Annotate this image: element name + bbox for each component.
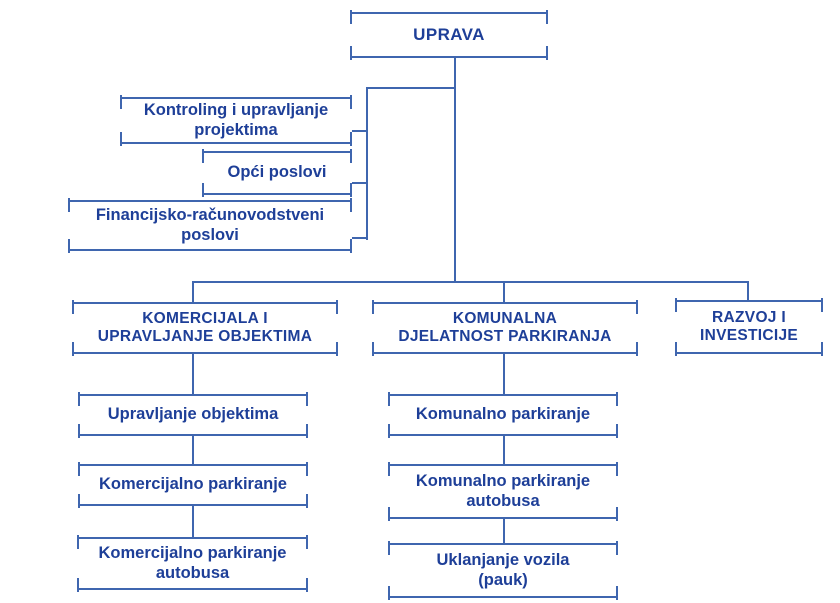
org-node-komunalna-header: KOMUNALNA DJELATNOST PARKIRANJA <box>372 300 638 356</box>
org-node-komunalno-parkiranje-label: Komunalno parkiranje <box>415 405 591 424</box>
connector-stub-opci-poslovi <box>352 182 368 184</box>
org-node-uprava-label: UPRAVA <box>413 24 485 44</box>
org-node-uklanjanje-vozila-label: Uklanjanje vozila (pauk) <box>436 551 570 589</box>
connector-drop-razvoj <box>747 281 749 300</box>
org-node-upravljanje-objektima-label: Upravljanje objektima <box>107 405 279 424</box>
org-node-komercijalno-parkiranje: Komercijalno parkiranje <box>78 462 308 508</box>
connector-col1-a <box>192 354 194 394</box>
org-node-komercijala-header-label: KOMERCIJALA I UPRAVLJANJE OBJEKTIMA <box>97 309 313 345</box>
connector-col2-c <box>503 519 505 543</box>
connector-staff-vertical <box>366 87 368 240</box>
connector-staff-horizontal <box>366 87 456 89</box>
org-node-opci-poslovi-label: Opći poslovi <box>227 163 327 182</box>
org-node-financijsko: Financijsko-računovodstveni poslovi <box>68 198 352 253</box>
org-node-razvoj-header: RAZVOJ I INVESTICIJE <box>675 298 823 356</box>
org-node-razvoj-header-label: RAZVOJ I INVESTICIJE <box>699 308 799 344</box>
connector-trunk-vertical <box>454 58 456 282</box>
connector-col1-b <box>192 436 194 464</box>
connector-stub-kontroling <box>352 130 368 132</box>
org-node-opci-poslovi: Opći poslovi <box>202 149 352 197</box>
connector-drop-komunalna <box>503 281 505 302</box>
org-node-kontroling-label: Kontroling i upravljanje projektima <box>143 101 329 139</box>
org-node-komunalna-header-label: KOMUNALNA DJELATNOST PARKIRANJA <box>398 309 612 345</box>
org-node-upravljanje-objektima: Upravljanje objektima <box>78 392 308 438</box>
org-node-komercijala-header: KOMERCIJALA I UPRAVLJANJE OBJEKTIMA <box>72 300 338 356</box>
connector-drop-komercijala <box>192 281 194 302</box>
org-node-komercijalno-parkiranje-autobusa-label: Komercijalno parkiranje autobusa <box>98 544 287 582</box>
connector-col1-c <box>192 506 194 537</box>
org-node-komercijalno-parkiranje-label: Komercijalno parkiranje <box>99 475 287 494</box>
connector-distribution-horizontal <box>192 281 749 283</box>
org-node-komunalno-parkiranje-autobusa: Komunalno parkiranje autobusa <box>388 462 618 521</box>
org-node-kontroling: Kontroling i upravljanje projektima <box>120 95 352 146</box>
org-node-uprava: UPRAVA <box>350 10 548 60</box>
connector-stub-financijsko <box>352 237 368 239</box>
org-node-komercijalno-parkiranje-autobusa: Komercijalno parkiranje autobusa <box>77 535 308 592</box>
org-node-komunalno-parkiranje: Komunalno parkiranje <box>388 392 618 438</box>
org-node-komunalno-parkiranje-autobusa-label: Komunalno parkiranje autobusa <box>415 472 591 510</box>
connector-col2-a <box>503 354 505 394</box>
org-node-financijsko-label: Financijsko-računovodstveni poslovi <box>95 206 325 244</box>
org-node-uklanjanje-vozila: Uklanjanje vozila (pauk) <box>388 541 618 600</box>
connector-col2-b <box>503 436 505 464</box>
